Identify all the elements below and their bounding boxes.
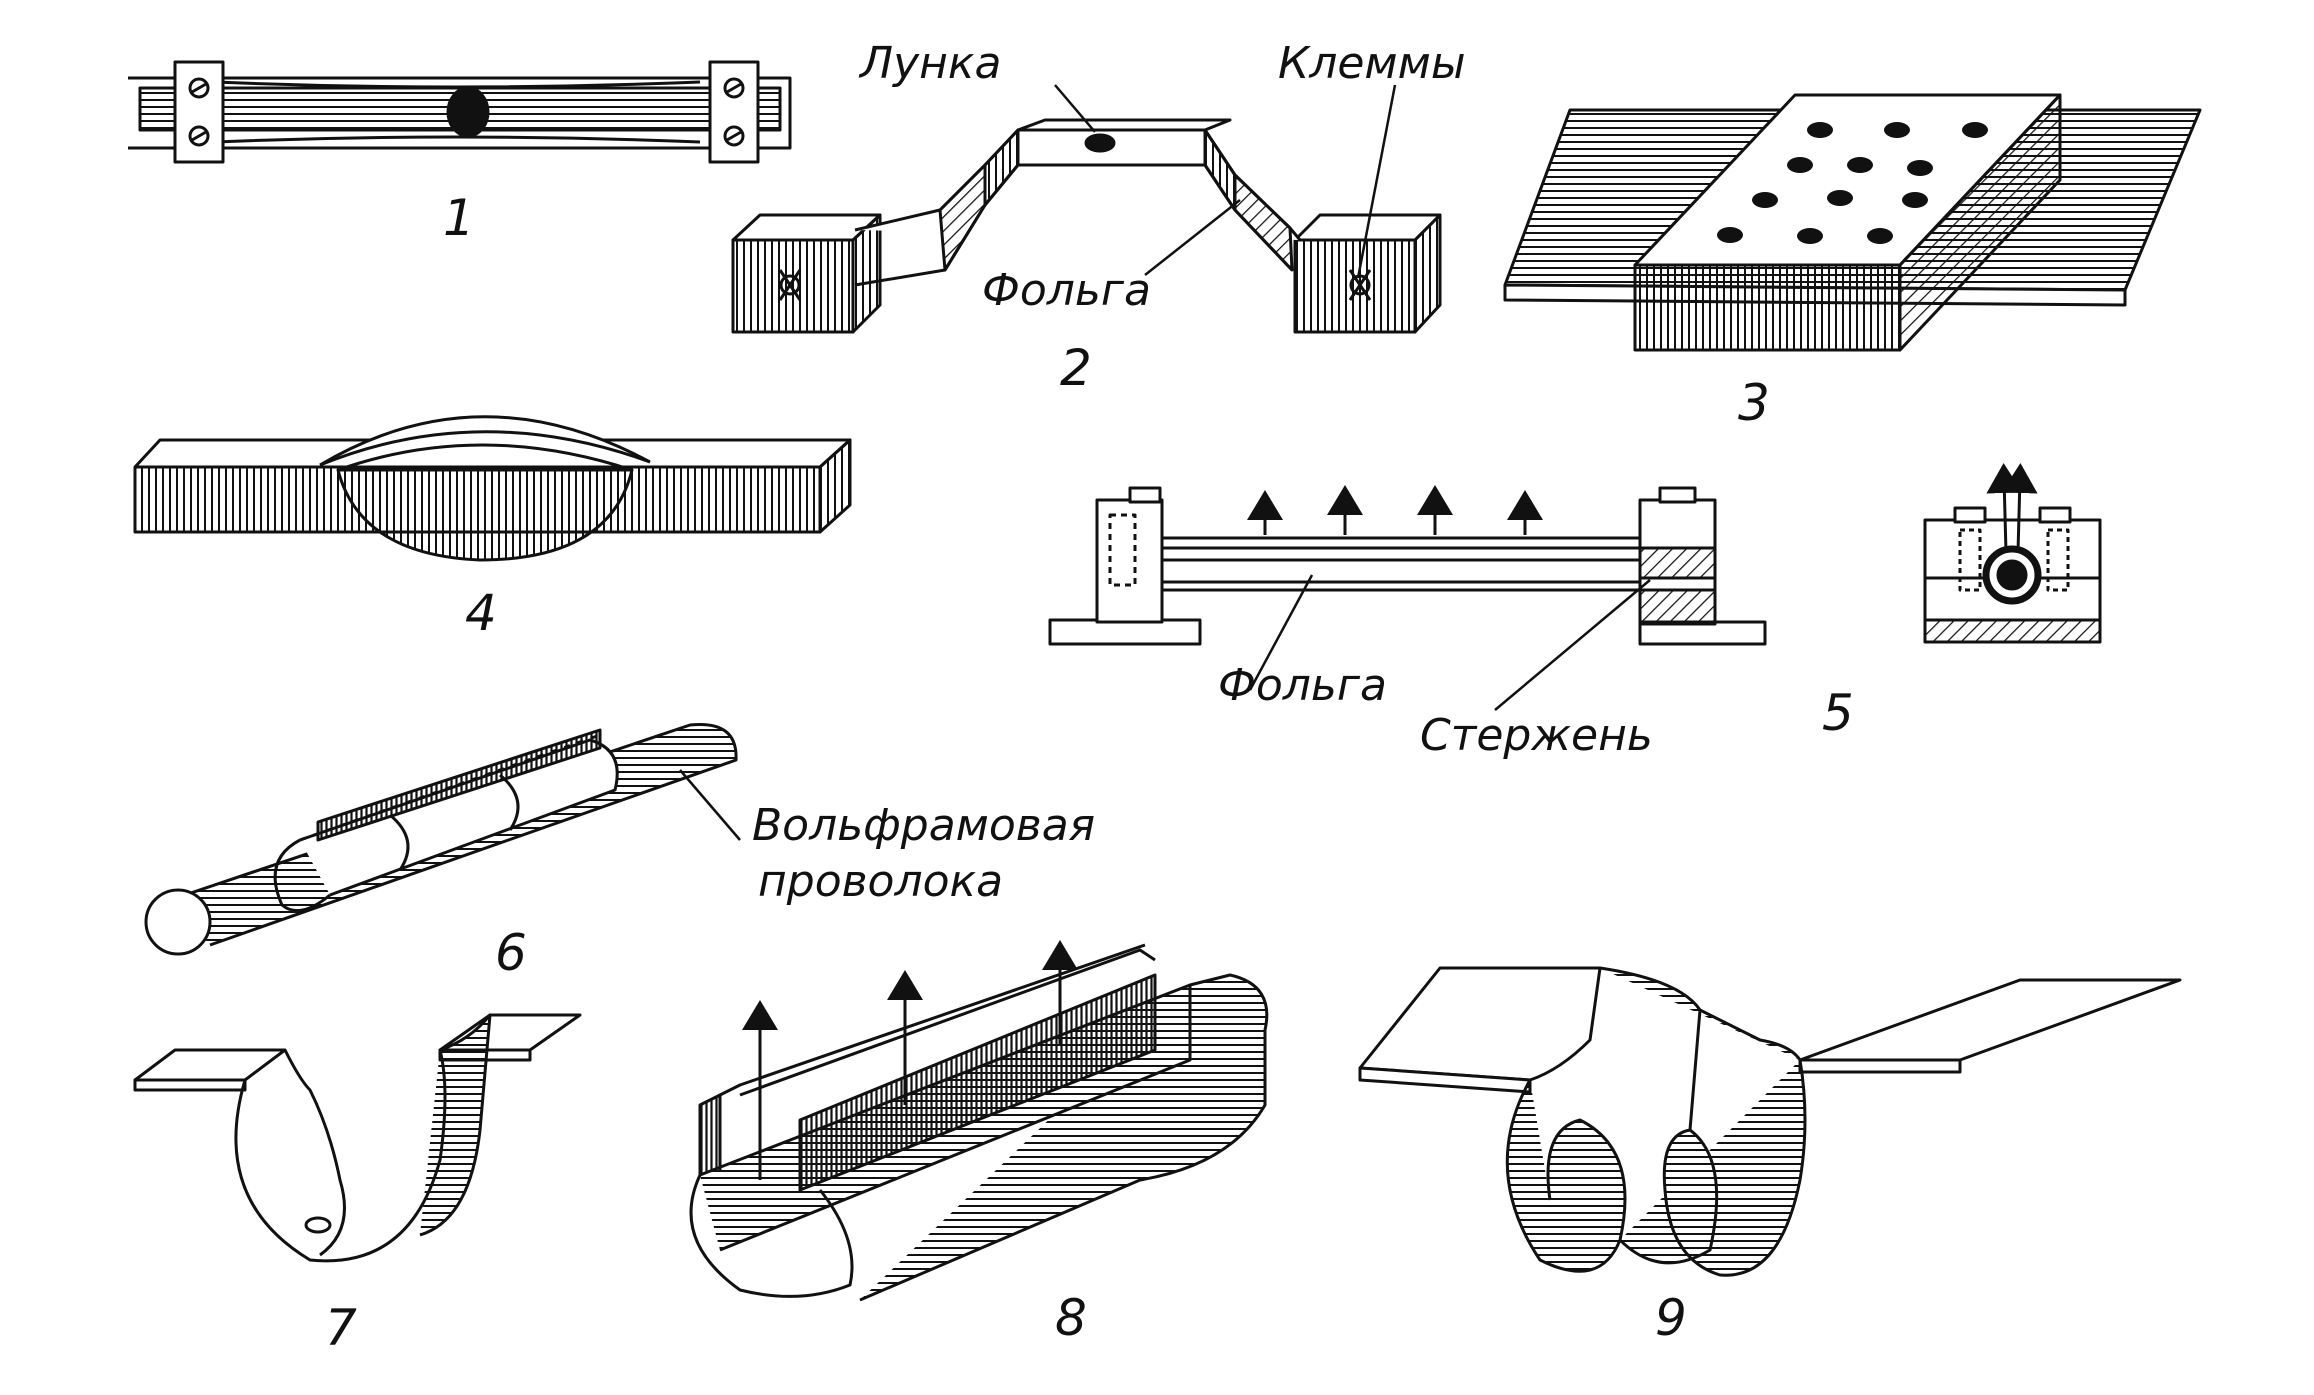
label-klemmy: Клеммы [1278,38,1466,89]
figure-number-7: 7 [325,1299,357,1357]
figure-3-dimpled-plate [1503,93,2202,352]
label-wire-line2: проволока [758,856,1003,907]
label-folga-fig5: Фольга [1218,660,1387,711]
label-wire-line1: Вольфрамовая [752,800,1095,851]
figure-number-5: 5 [1822,684,1854,742]
label-sterzhen: Стержень [1420,710,1653,761]
label-lunka: Лунка [858,38,1001,89]
figure-number-9: 9 [1655,1289,1687,1347]
figure-9-s-boat [1358,966,2182,1277]
figure-number-4: 4 [465,584,497,642]
figure-5-foil-rod [1048,463,2102,646]
figure-2-foil-boat [731,118,1442,334]
figure-number-2: 2 [1060,339,1092,397]
figure-4-bowl-bar [133,415,852,562]
figure-number-6: 6 [495,924,527,982]
figure-number-8: 8 [1055,1289,1087,1347]
figure-6-wire-boat [144,722,738,956]
label-folga-fig2: Фольга [982,265,1151,316]
figure-7-u-boat [133,1013,582,1263]
figure-1-rod-boat [128,60,792,164]
figure-8-tube-boat [689,940,1269,1302]
figure-number-1: 1 [443,189,475,247]
figure-number-3: 3 [1738,374,1770,432]
